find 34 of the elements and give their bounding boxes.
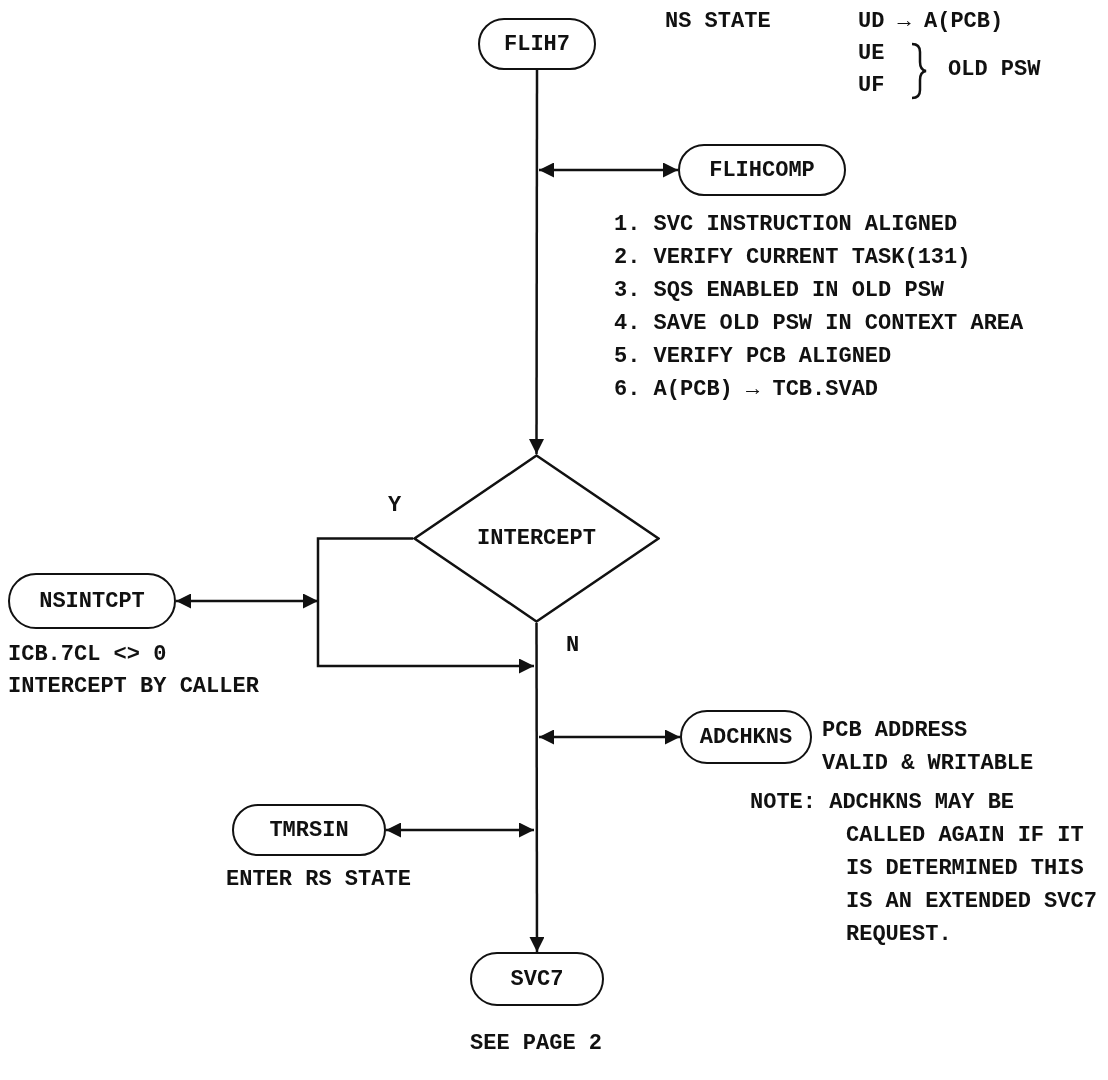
node-label: INTERCEPT [477,526,596,551]
edge-label: N [566,632,580,660]
node-label: ADCHKNS [699,724,793,750]
note-text: 5. VERIFY PCB ALIGNED [614,343,892,371]
arrow [316,537,534,674]
label-text: UF [858,72,885,100]
node-label: FLIHCOMP [709,157,815,183]
label-text: UD → A(PCB) [858,8,1004,36]
note-text: 3. SQS ENABLED IN OLD PSW [614,277,945,305]
node-label: NSINTCPT [39,588,145,614]
note-text: INTERCEPT BY CALLER [8,673,259,701]
note-text: PCB ADDRESS VALID & WRITABLE [822,717,1035,778]
note-text: 1. SVC INSTRUCTION ALIGNED [614,211,958,239]
label-text: NS STATE [665,8,771,36]
label-text: OLD PSW [948,56,1041,84]
note-text: ICB.7CL <> 0 [8,641,167,669]
decision-diamond [413,454,660,623]
label-text: UE [858,40,885,68]
note-text: SEE PAGE 2 [470,1030,603,1058]
note-text: ENTER RS STATE [226,866,411,894]
arrow [529,70,544,454]
arrow [176,593,318,609]
node-label: SVC7 [510,966,564,992]
note-text: NOTE: ADCHKNS MAY BE CALLED AGAIN IF IT IS DETERMINED THIS IS AN EXTENDED SVC7 REQUEST. [750,789,1098,949]
arrow [386,822,534,838]
note-text: 6. A(PCB) → TCB.SVAD [614,376,879,404]
node-label: TMRSIN [269,817,349,843]
edge-label: Y [388,492,402,520]
arrow [539,162,678,178]
note-text: 2. VERIFY CURRENT TASK(131) [614,244,971,272]
note-text: 4. SAVE OLD PSW IN CONTEXT AREA [614,310,1024,338]
arrow [529,623,545,952]
arrow [539,729,680,745]
node-label: FLIH7 [504,31,570,57]
